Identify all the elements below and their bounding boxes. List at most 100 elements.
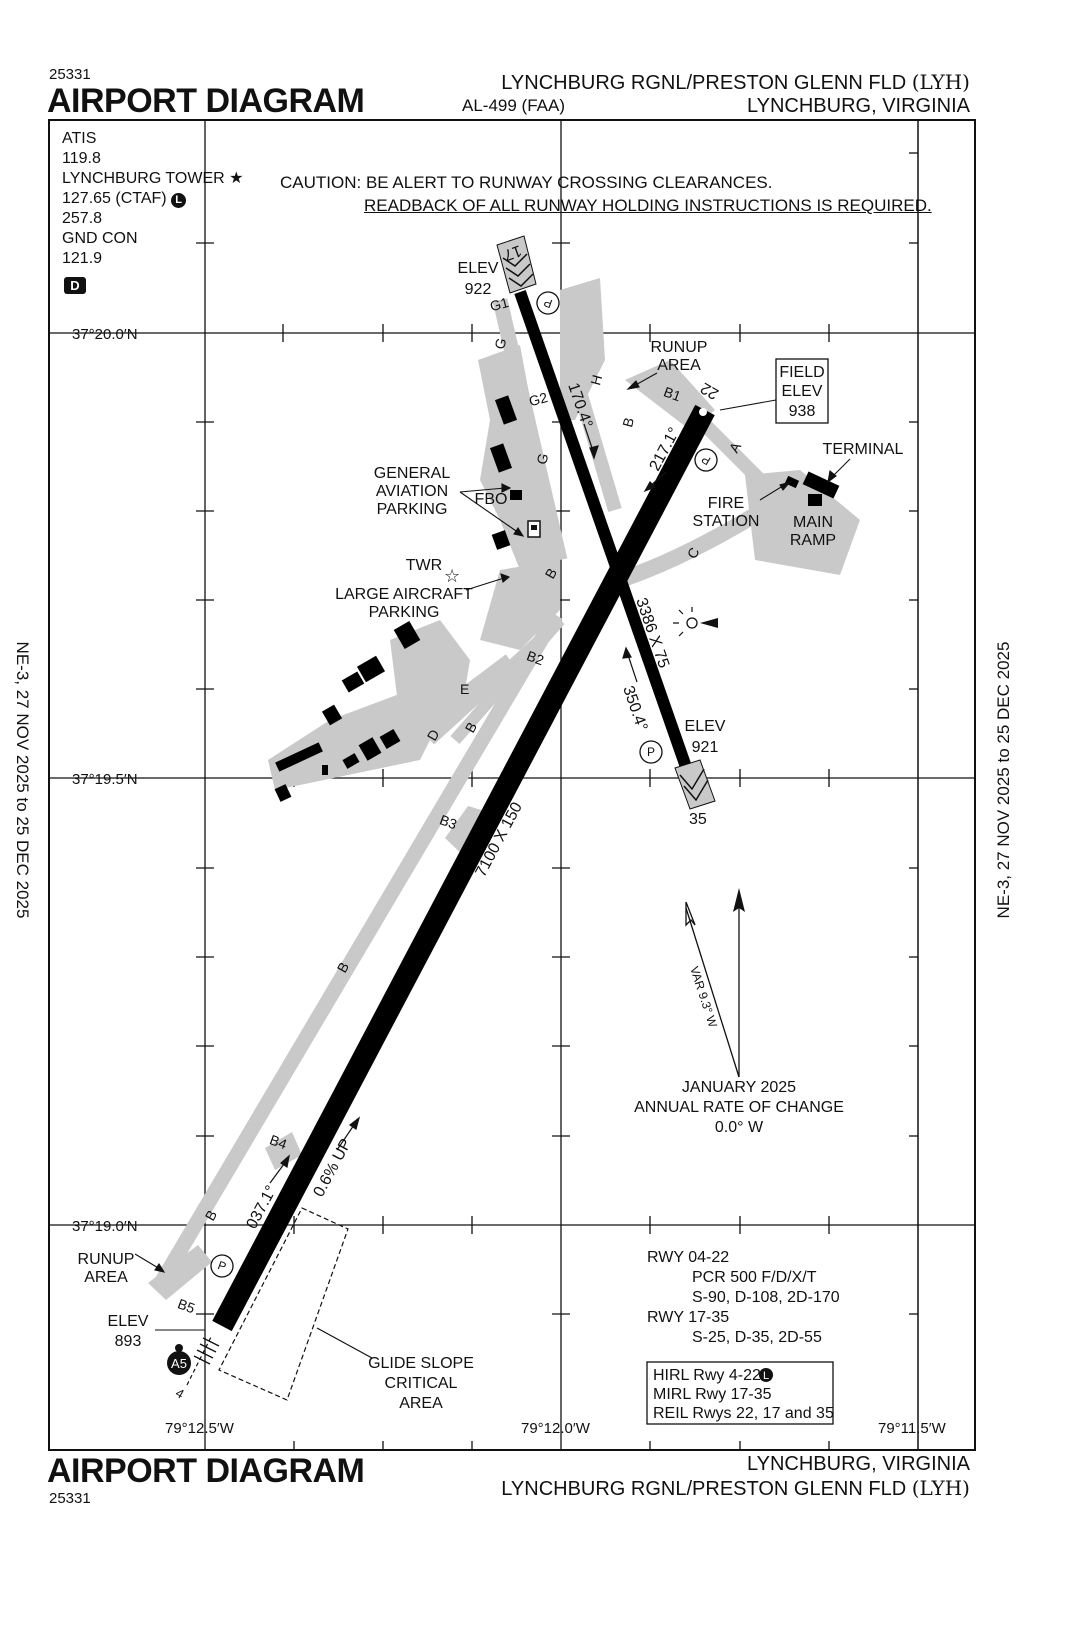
ga-parking-label-3: PARKING [377, 501, 448, 518]
ground-label: GND CON [62, 230, 138, 247]
tower-frequency-2: 257.8 [62, 210, 103, 227]
hirl-label: HIRL Rwy 4-22 [653, 1367, 761, 1384]
terminal-label: TERMINAL [823, 441, 904, 458]
fire-station-building [784, 475, 800, 489]
runway-35-stopway [674, 759, 716, 810]
taxiway-b-east [450, 616, 565, 744]
taxiway-a [695, 415, 765, 485]
taxiway-label-h: H [587, 373, 605, 387]
airport-name-bottom: LYNCHBURG RGNL/PRESTON GLENN FLD (LYH) [501, 1478, 970, 1499]
hangar [379, 728, 401, 750]
elev-4-value: 893 [115, 1333, 142, 1350]
twr-label: TWR [406, 557, 442, 574]
taxiway-h [568, 373, 622, 512]
west-apron [268, 690, 440, 790]
svg-text:CRITICAL: CRITICAL [385, 1375, 458, 1392]
heading-arrows [269, 423, 667, 1184]
atis-frequency: 119.8 [62, 150, 101, 167]
airport-name-text: LYNCHBURG RGNL/PRESTON GLENN FLD [501, 72, 907, 94]
chart-number-bottom: 25331 [49, 1490, 91, 1507]
tower-label-row: LYNCHBURG TOWER ★ [62, 169, 243, 189]
elev-4-label: ELEV [108, 1313, 149, 1330]
magnetic-variation: VAR 9.3° W JANUARY 2025 ANNUAL RATE OF C… [634, 888, 844, 1136]
runup-area-bot-1: RUNUP [78, 1251, 135, 1268]
building [491, 530, 511, 550]
taxiway-b [151, 611, 563, 1292]
runway-17-number: 17 [501, 241, 524, 263]
magnetic-north-line [685, 907, 740, 1078]
taxiway-label-e: E [460, 681, 469, 697]
star-icon: ★ [229, 170, 244, 187]
field-elev-value: 938 [789, 403, 816, 420]
taxiway-label-b-north: B [619, 416, 637, 429]
svg-text:P: P [647, 745, 655, 759]
lat-label-top: 37°20.0′N [72, 326, 138, 343]
hangar [321, 704, 343, 726]
grid-ticks [196, 152, 918, 1450]
large-aircraft-label-2: PARKING [369, 604, 440, 621]
lat-label-mid: 37°19.5′N [72, 771, 138, 788]
runways [212, 235, 716, 1332]
hangar [358, 737, 382, 761]
field-elevation-box: FIELD ELEV 938 [719, 358, 829, 424]
hangar [342, 753, 360, 769]
chart-title-top: AIRPORT DIAGRAM [47, 82, 365, 120]
field-elev-label-2: ELEV [782, 383, 823, 400]
fire-station-label-2: STATION [693, 513, 760, 530]
approach-lighting-a5: A5 [167, 1334, 220, 1386]
chart-frame [48, 119, 976, 1451]
glide-slope-leader [316, 1327, 373, 1359]
airport-id-bottom: (LYH) [911, 1476, 970, 1500]
facility-labels: RUNUP AREA RUNUP AREA TERMINAL FIRE STAT… [78, 339, 904, 1286]
runup-area-southwest [148, 1245, 212, 1300]
runup-area-top-2: AREA [657, 357, 701, 374]
taxiway-label-b3: B3 [438, 811, 460, 832]
taxiway-label-g: G [491, 336, 509, 351]
taxiway-c [617, 508, 760, 588]
leader-lines [134, 372, 851, 1273]
rwy-0422-weights: S-90, D-108, 2D-170 [692, 1289, 840, 1306]
terminal-building [802, 471, 840, 499]
runway-04-22 [212, 404, 715, 1332]
main-ramp-label-2: RAMP [790, 532, 836, 549]
ga-parking-label-2: AVIATION [376, 483, 448, 500]
elev-17-label: ELEV [458, 260, 499, 277]
lon-label-mid: 79°12.0′W [521, 1420, 591, 1437]
hangar [356, 655, 386, 683]
ctaf-badge-icon: L [171, 193, 187, 208]
tower-star-icon: ☆ [444, 566, 460, 586]
runup-area-top-1: RUNUP [651, 339, 708, 356]
tower-label: LYNCHBURG TOWER [62, 170, 225, 187]
class-d-airspace-badge: D [64, 277, 86, 294]
tower-frequency-1: 127.65 (CTAF) [62, 190, 167, 207]
taxiway-b4-area [265, 1132, 302, 1170]
runway-17-35 [514, 290, 692, 769]
caution-line-2: READBACK OF ALL RUNWAY HOLDING INSTRUCTI… [364, 196, 932, 215]
chart-title-bottom: AIRPORT DIAGRAM [47, 1452, 365, 1490]
terminal-building-2 [808, 494, 822, 506]
runway-strength-info: RWY 04-22 PCR 500 F/D/X/T S-90, D-108, 2… [647, 1249, 840, 1346]
city-state-top: LYNCHBURG, VIRGINIA [747, 95, 970, 117]
t-hangar-row [275, 742, 323, 772]
coordinate-labels: 37°20.0′N 37°19.5′N 37°19.0′N 79°12.5′W … [72, 326, 947, 1437]
lon-label-right: 79°11.5′W [878, 1420, 947, 1437]
taxiway-b-junction [480, 560, 560, 650]
hold-position-icon: P [694, 448, 718, 472]
lighting-legend: HIRL Rwy 4-22 L MIRL Rwy 17-35 REIL Rwys… [646, 1361, 834, 1425]
buildings [274, 395, 840, 802]
city-state-bottom: LYNCHBURG, VIRGINIA [747, 1453, 970, 1475]
runway-35-heading: 350.4° [619, 684, 650, 733]
svg-text:GLIDE SLOPE: GLIDE SLOPE [368, 1355, 474, 1372]
tower-freq-row: 127.65 (CTAF) L [62, 189, 243, 209]
variation-label: VAR 9.3° W [687, 965, 720, 1030]
building [494, 395, 518, 425]
building [489, 443, 513, 473]
large-hangar [393, 620, 421, 650]
airport-name-text-bottom: LYNCHBURG RGNL/PRESTON GLENN FLD [501, 1478, 907, 1500]
taxiway-label-g-south: G [533, 452, 551, 467]
taxiway-label-b5: B5 [176, 1295, 198, 1316]
taxiway-label-g1: G1 [488, 294, 510, 314]
elevation-labels: ELEV 922 ELEV 921 ELEV 893 [108, 260, 726, 1350]
variation-rate-value: 0.0° W [715, 1119, 764, 1136]
